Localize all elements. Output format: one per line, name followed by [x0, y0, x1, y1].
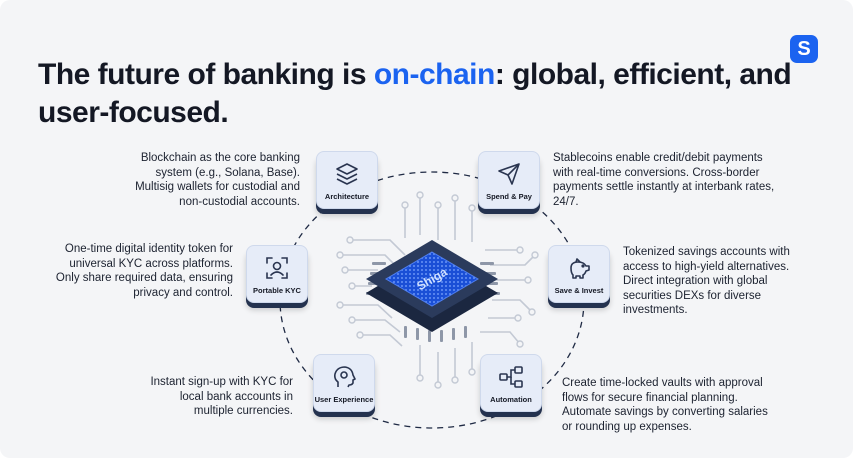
description-save-invest: Tokenized savings accounts with access t… — [623, 246, 790, 316]
node-spend-pay[interactable]: Spend & Pay — [478, 151, 540, 209]
node-label: User Experience — [314, 395, 374, 404]
description-automation: Create time-locked vaults with approval … — [562, 377, 768, 433]
node-label: Automation — [490, 395, 532, 404]
title-text-after: : global, efficient, and user-focused. — [38, 58, 792, 129]
node-portable-kyc[interactable]: Portable KYC — [246, 245, 308, 303]
workflow-icon — [499, 366, 523, 388]
node-architecture[interactable]: Architecture — [316, 151, 378, 209]
brand-logo[interactable]: S — [790, 35, 818, 63]
title-accent: on-chain — [373, 58, 496, 91]
layers-icon — [336, 163, 358, 185]
node-label: Architecture — [324, 192, 370, 201]
node-label: Spend & Pay — [486, 192, 532, 201]
node-save-invest[interactable]: Save & Invest — [548, 245, 610, 303]
description-portable-kyc: One-time digital identity token for univ… — [55, 243, 233, 299]
node-label: Save & Invest — [554, 286, 604, 295]
title-text-before: The future of banking is — [38, 58, 374, 91]
description-spend-pay: Stablecoins enable credit/debit payments… — [553, 152, 775, 208]
piggy-bank-icon — [570, 258, 590, 279]
head-gear-icon — [334, 366, 356, 388]
node-label: Portable KYC — [253, 286, 301, 295]
shiga-chip: Shiga — [366, 240, 500, 342]
page-title: The future of banking is on-chain: globa… — [38, 56, 798, 132]
face-scan-icon — [266, 257, 288, 279]
circuit-traces — [340, 195, 536, 385]
description-architecture: Blockchain as the core banking system (e… — [135, 152, 300, 208]
node-user-experience[interactable]: User Experience — [313, 354, 375, 412]
send-icon — [498, 163, 520, 185]
trace-nodes — [336, 191, 539, 389]
node-automation[interactable]: Automation — [480, 354, 542, 412]
description-user-experience: Instant sign-up with KYC for local bank … — [150, 376, 293, 417]
